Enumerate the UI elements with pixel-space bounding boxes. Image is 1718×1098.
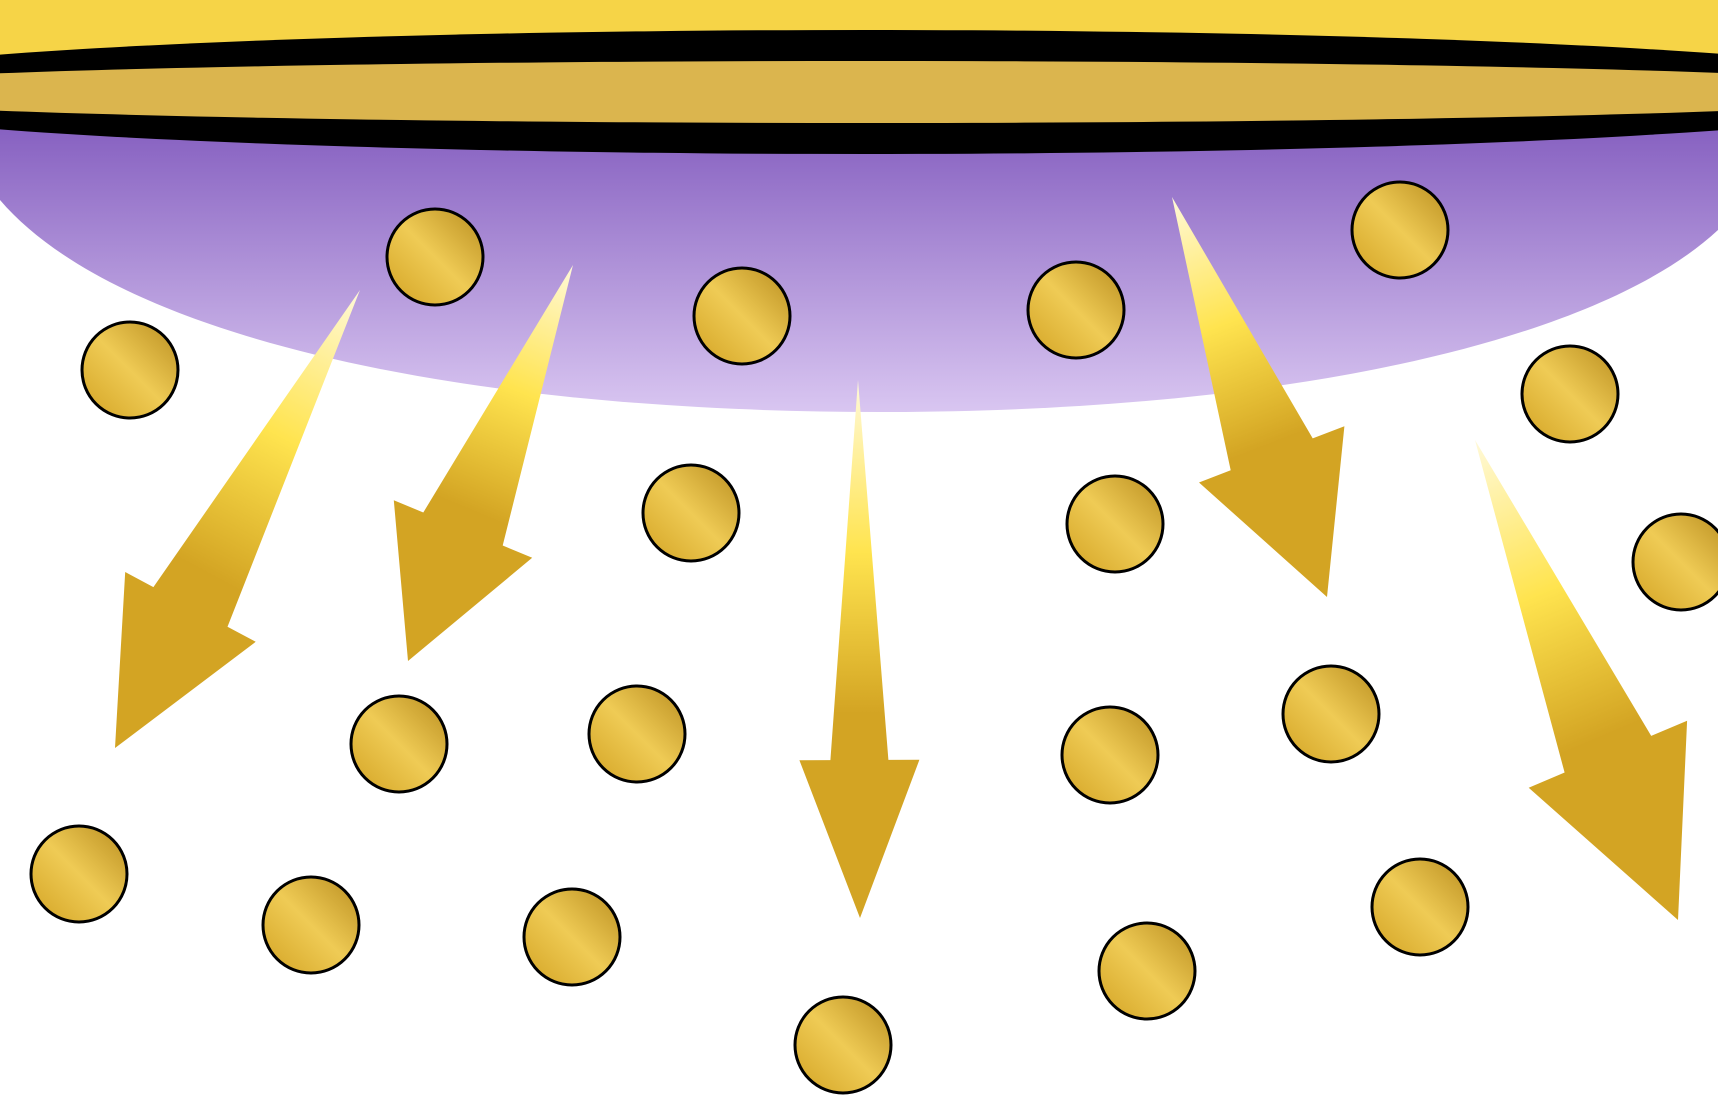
particle-icon	[1028, 262, 1124, 358]
particle-icon	[82, 322, 178, 418]
particle-icon	[1067, 476, 1163, 572]
particle-icon	[1099, 923, 1195, 1019]
particle-icon	[351, 696, 447, 792]
particle-icon	[387, 209, 483, 305]
particle-icon	[1352, 182, 1448, 278]
particle-icon	[1522, 346, 1618, 442]
particle-icon	[1372, 859, 1468, 955]
particle-icon	[1283, 666, 1379, 762]
particle-icon	[31, 826, 127, 922]
ring-surface	[0, 61, 1718, 123]
particle-icon	[694, 268, 790, 364]
particle-icon	[1062, 707, 1158, 803]
particle-icon	[524, 889, 620, 985]
particle-icon	[263, 877, 359, 973]
particle-icon	[589, 686, 685, 782]
particle-icon	[1633, 514, 1718, 610]
particle-icon	[795, 997, 891, 1093]
particle-icon	[643, 465, 739, 561]
